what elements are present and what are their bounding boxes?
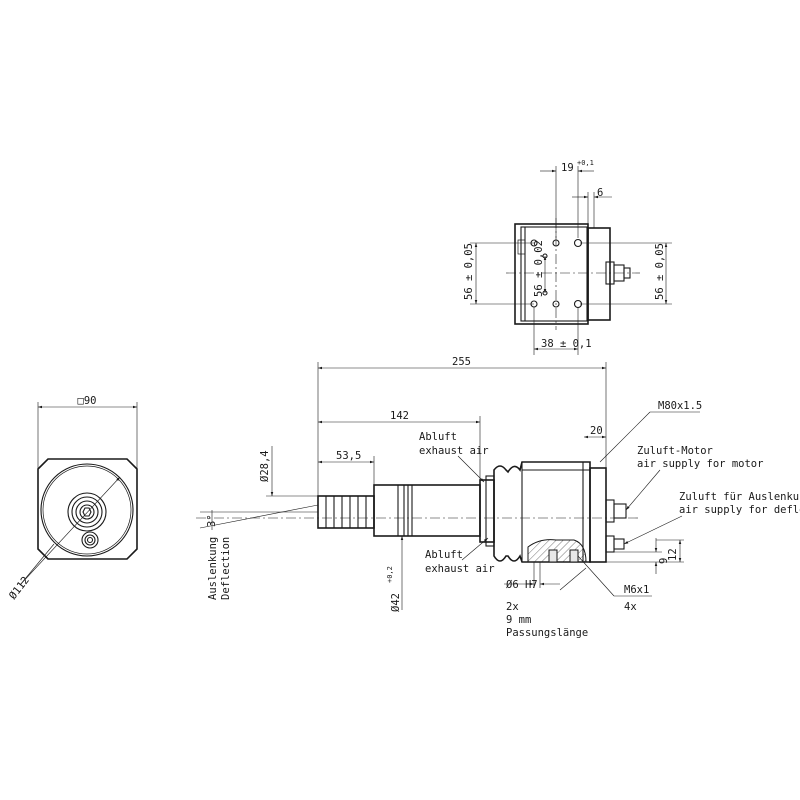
front-view: □90 Ø112	[7, 395, 138, 602]
front-diameter-dim: Ø112	[7, 575, 32, 602]
side-dia-6-h7: Ø6 H7	[506, 579, 538, 591]
top-dim-6: 6	[597, 187, 603, 199]
front-square-body	[37, 458, 138, 560]
top-dim-56-mid: 56 ± 0,02	[533, 240, 545, 297]
side-fit-length: 9 mm	[506, 614, 531, 626]
side-dim-20: 20	[590, 425, 603, 437]
top-dim-56-left: 56 ± 0,05	[463, 243, 475, 300]
top-plate	[587, 227, 611, 321]
svg-text:+0,1: +0,1	[577, 159, 594, 167]
side-dim-9: 9	[658, 558, 670, 564]
side-qty-4x: 4x	[624, 601, 637, 613]
side-exhaust-top-de: Abluft	[419, 431, 457, 443]
top-dim-38: 38 ± 0,1	[541, 338, 592, 350]
top-dim-19: 19	[561, 162, 574, 174]
top-body	[514, 223, 589, 325]
side-exhaust-bottom-en: exhaust air	[425, 563, 495, 575]
side-thread-m6: M6x1	[624, 584, 649, 596]
side-spindle	[373, 484, 481, 537]
front-flange-circle	[40, 463, 134, 557]
side-dim-255: 255	[452, 356, 471, 368]
front-spindle-outer	[67, 492, 107, 532]
side-deflection-en: Deflection	[220, 537, 232, 600]
top-dim-56-right: 56 ± 0,05	[654, 243, 666, 300]
side-dia-42: Ø42	[390, 593, 402, 612]
side-view: 3° Auslenkung Deflection 255 142 53,5 Ø2…	[196, 356, 800, 639]
side-dim-53-5: 53,5	[336, 450, 361, 462]
top-view: 19 +0,1 6 56 ± 0,05 56 ± 0,02 56 ± 0,05 …	[463, 159, 672, 355]
side-dia-28-4: Ø28,4	[259, 450, 271, 482]
svg-text:+0,2: +0,2	[386, 566, 394, 583]
side-dim-12: 12	[667, 548, 679, 561]
side-exhaust-top-en: exhaust air	[419, 445, 489, 457]
side-deflection-de: Auslenkung	[207, 537, 219, 600]
side-qty-2x: 2x	[506, 601, 519, 613]
side-thread-m80: M80x1.5	[658, 400, 702, 412]
side-supply-motor-de: Zuluft-Motor	[637, 445, 713, 457]
side-fit-label: Passungslänge	[506, 627, 588, 639]
front-square-dim: □90	[78, 395, 97, 407]
side-supply-defl-en: air supply for deflection	[679, 504, 800, 516]
side-exhaust-bottom-de: Abluft	[425, 549, 463, 561]
side-dim-142: 142	[390, 410, 409, 422]
side-angle: 3°	[206, 514, 218, 527]
side-supply-motor-en: air supply for motor	[637, 458, 763, 470]
side-supply-defl-de: Zuluft für Auslenkung	[679, 491, 800, 503]
front-air-port	[81, 531, 99, 549]
side-flange	[589, 467, 607, 563]
